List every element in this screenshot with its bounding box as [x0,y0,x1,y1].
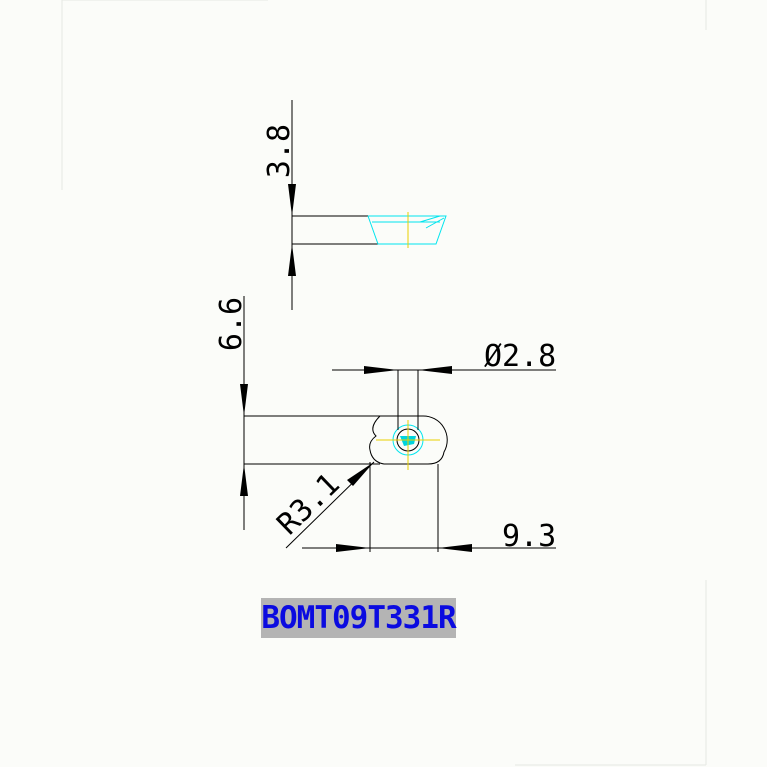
height-arrow-top [240,384,248,416]
radius-dimension-label: R3.1 [270,467,346,542]
side-view: 3.8 [262,100,447,310]
height-arrow-bottom [240,464,248,496]
height-dimension-label: 6.6 [214,297,249,351]
radius-arrow [347,462,374,486]
diameter-dimension-label: Ø2.8 [484,339,556,374]
dim-arrow-bottom [288,244,296,276]
width-arrow-left [336,544,370,552]
diameter-arrow-right [418,366,452,374]
sheet-border [61,0,707,766]
dim-arrow-top [288,184,296,216]
part-number-label: BOMT09T331R [261,600,456,636]
width-dimension-label: 9.3 [502,519,556,554]
thickness-dimension-label: 3.8 [262,124,297,178]
top-view: 6.6 Ø2.8 9.3 R3.1 [214,296,556,554]
part-label-background [261,598,456,638]
diameter-arrow-left [364,366,398,374]
width-arrow-right [438,544,472,552]
